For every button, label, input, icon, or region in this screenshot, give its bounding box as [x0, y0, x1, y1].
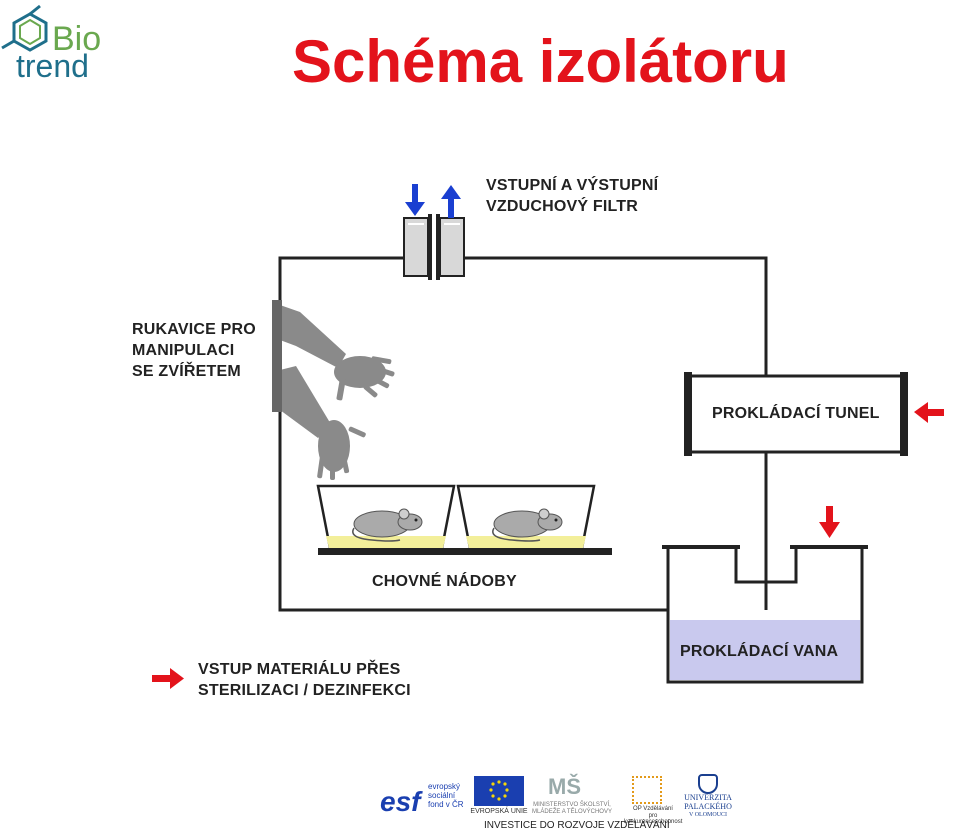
cage-shelf — [318, 548, 612, 555]
filter-label: VSTUPNÍ A VÝSTUPNÍ VZDUCHOVÝ FILTR — [486, 177, 659, 215]
glove-lower-icon — [280, 366, 366, 480]
air-in-arrow-icon — [405, 184, 425, 216]
material-input-arrow-icon — [152, 668, 184, 689]
op-logo-icon — [632, 776, 662, 804]
mouse-icon — [352, 508, 423, 542]
eu-flag-icon — [474, 776, 524, 806]
air-out-arrow-icon — [441, 185, 461, 218]
isolator-chamber — [278, 256, 768, 612]
pass-through-tunnel — [684, 372, 908, 610]
eu-label: EVROPSKÁ UNIE — [470, 808, 528, 815]
page-title: Schéma izolátoru — [292, 28, 789, 95]
containers-label: CHOVNÉ NÁDOBY — [372, 573, 517, 590]
glove-port-icon — [272, 300, 282, 412]
msmt-logo-icon: MŠ — [548, 774, 581, 799]
bath-label: PROKLÁDACÍ VANA — [680, 643, 839, 660]
esf-logo: esf evropský sociální fond v ČR — [380, 782, 464, 817]
op-label: OP Vzdělávání pro konkurenceschopnost — [624, 806, 683, 826]
biotrend-logo-icon — [1, 4, 48, 52]
msmt-label: MINISTERSTVO ŠKOLSTVÍ, MLÁDEŽE A TĚLOVÝC… — [532, 802, 612, 815]
upol-shield-icon — [698, 774, 718, 794]
esf-mark-icon: esf — [380, 786, 421, 817]
gloves-label: RUKAVICE PRO MANIPULACI SE ZVÍŘETEM — [132, 321, 256, 380]
glove-upper-icon — [280, 305, 395, 401]
upol-label: UNIVERZITA PALACKÉHO V OLOMOUCI — [684, 793, 732, 818]
tunnel-input-arrow-icon — [914, 402, 944, 423]
footer-slogan: INVESTICE DO ROZVOJE VZDĚLÁVÁNÍ — [484, 820, 670, 831]
tunnel-label: PROKLÁDACÍ TUNEL — [712, 405, 880, 422]
air-filter-icon — [403, 214, 465, 280]
logo-bio-text: Bio — [52, 20, 102, 58]
logo-trend-text: trend — [16, 48, 89, 84]
dip-bath — [662, 545, 868, 684]
bath-input-arrow-icon — [819, 506, 840, 538]
input-label: VSTUP MATERIÁLU PŘES STERILIZACI / DEZIN… — [198, 661, 411, 699]
mouse-icon — [492, 508, 563, 542]
